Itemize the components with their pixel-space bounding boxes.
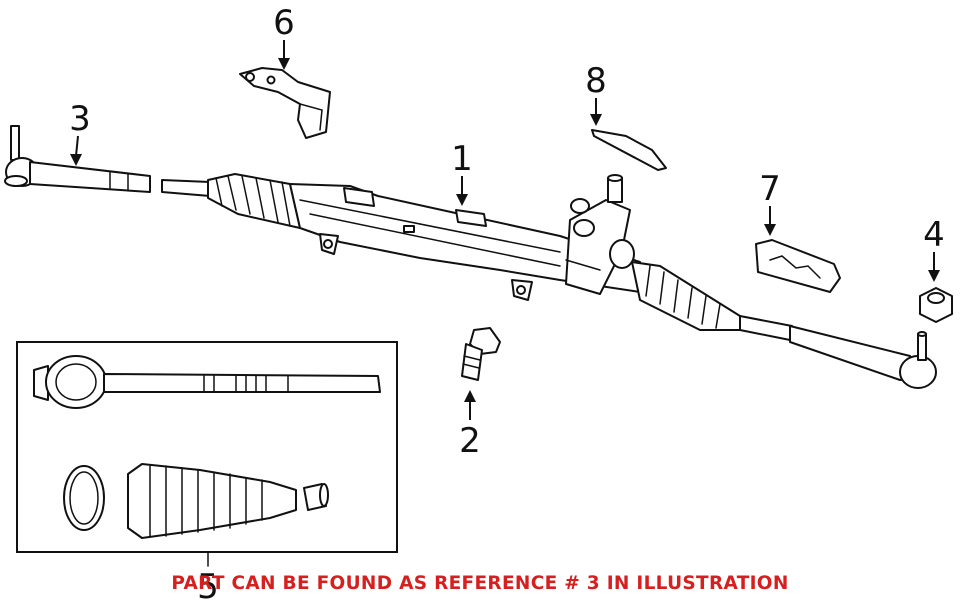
svg-text:5: 5 xyxy=(197,567,219,604)
svg-text:8: 8 xyxy=(585,61,607,101)
right-outer-tie-rod xyxy=(789,325,937,389)
part-5-inset-box xyxy=(16,341,398,567)
callout-3: 3 xyxy=(69,99,91,166)
part-1-steering-gear xyxy=(161,173,793,341)
part-3-outer-tie-rod xyxy=(4,125,151,193)
callout-8: 8 xyxy=(585,61,607,126)
svg-text:6: 6 xyxy=(273,3,295,43)
callout-2: 2 xyxy=(459,390,481,461)
svg-text:7: 7 xyxy=(759,169,781,209)
callout-1: 1 xyxy=(451,139,473,206)
part-8-insulator xyxy=(591,129,667,171)
svg-text:4: 4 xyxy=(923,215,945,255)
svg-text:3: 3 xyxy=(69,99,91,139)
callout-6: 6 xyxy=(273,3,295,70)
reference-note: PART CAN BE FOUND AS REFERENCE # 3 IN IL… xyxy=(171,573,789,594)
callout-7: 7 xyxy=(759,169,781,236)
callout-4: 4 xyxy=(923,215,945,282)
part-6-bracket xyxy=(239,67,331,139)
part-4-nut xyxy=(919,287,953,323)
callout-5: 5 xyxy=(197,567,219,607)
svg-text:1: 1 xyxy=(451,139,473,179)
part-2-bolt xyxy=(461,327,501,381)
svg-text:2: 2 xyxy=(459,421,481,461)
part-7-heat-shield xyxy=(755,239,841,293)
